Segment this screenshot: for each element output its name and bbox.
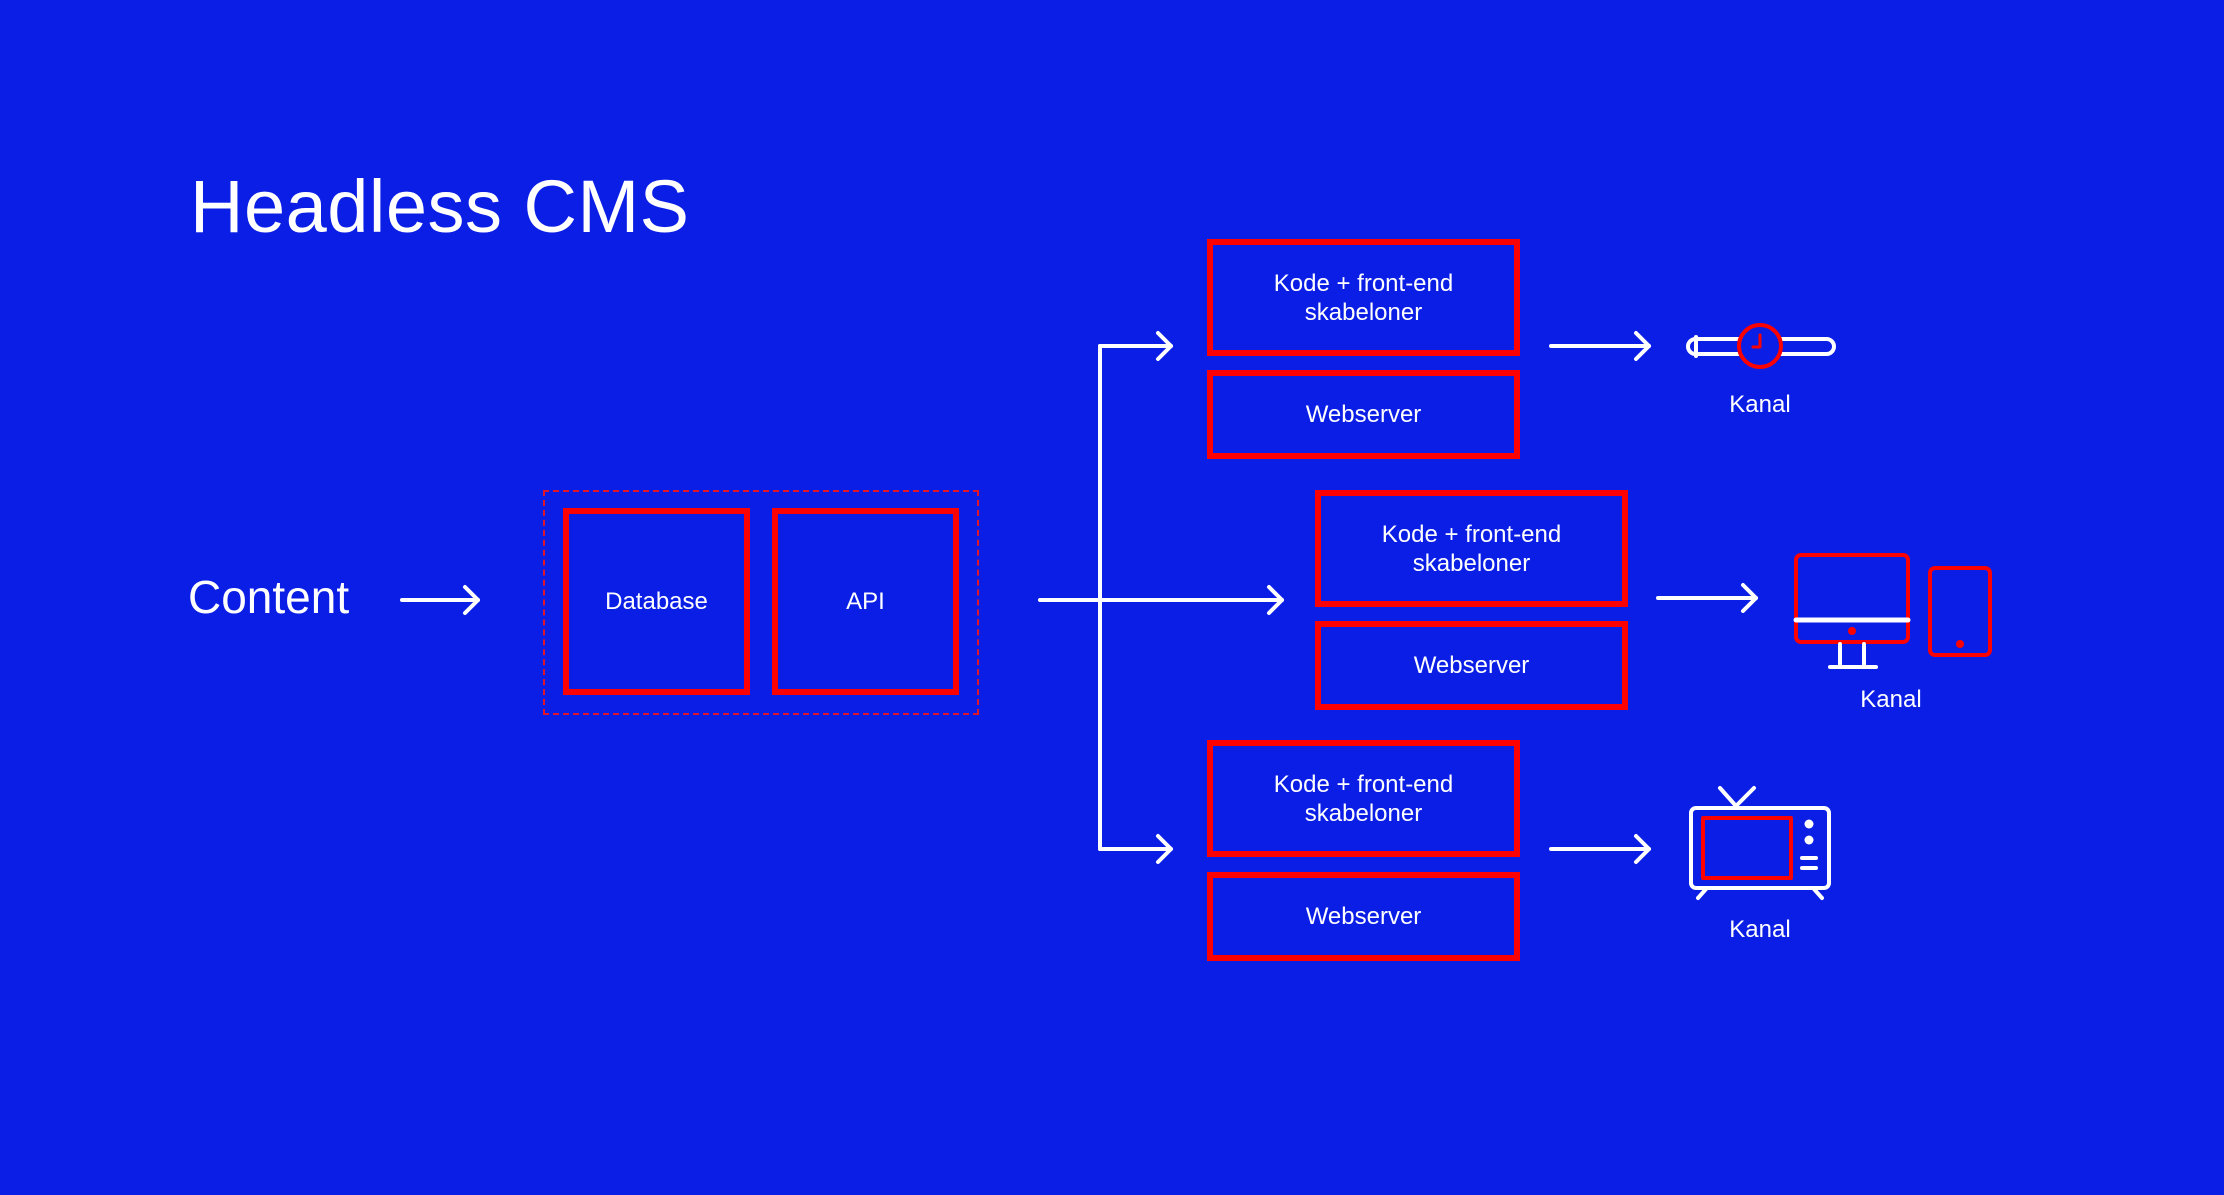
arrow-content-to-backend	[400, 585, 480, 615]
template-box-3: Kode + front-end skabeloner	[1207, 740, 1520, 857]
api-label: API	[846, 588, 885, 615]
desktop-and-tablet-icon	[1793, 553, 1992, 669]
webserver-label-2: Webserver	[1413, 652, 1530, 679]
webserver-box-2: Webserver	[1315, 621, 1628, 710]
template-box-1: Kode + front-end skabeloner	[1207, 239, 1520, 356]
webserver-label-3: Webserver	[1305, 903, 1422, 930]
smartwatch-icon	[1686, 323, 1836, 369]
template-label-1: Kode + front-end skabeloner	[1273, 269, 1454, 326]
channel-label-3: Kanal	[1729, 916, 1791, 943]
channel-label-2: Kanal	[1860, 686, 1922, 713]
template-label-3: Kode + front-end skabeloner	[1273, 770, 1454, 827]
webserver-label-1: Webserver	[1305, 401, 1422, 428]
template-box-2: Kode + front-end skabeloner	[1315, 490, 1628, 607]
backend-group	[543, 490, 979, 715]
arrow-stack-1-to-device	[1549, 331, 1651, 361]
arrow-branch-to-channel-3	[1098, 834, 1173, 864]
arrow-stack-2-to-device	[1656, 583, 1758, 613]
content-label: Content	[188, 571, 350, 623]
tv-icon	[1689, 786, 1831, 900]
api-box: API	[772, 508, 959, 695]
template-label-2: Kode + front-end skabeloner	[1381, 520, 1562, 577]
database-box: Database	[563, 508, 750, 695]
webserver-box-1: Webserver	[1207, 370, 1520, 459]
arrow-backend-to-channel-2	[1038, 585, 1284, 615]
channel-label-1: Kanal	[1729, 391, 1791, 418]
arrow-branch-to-channel-1	[1098, 331, 1173, 361]
database-label: Database	[605, 588, 708, 615]
arrow-stack-3-to-device	[1549, 834, 1651, 864]
webserver-box-3: Webserver	[1207, 872, 1520, 961]
page-title: Headless CMS	[190, 165, 690, 248]
